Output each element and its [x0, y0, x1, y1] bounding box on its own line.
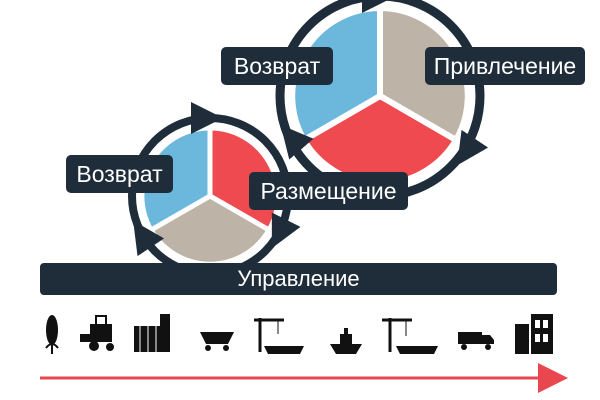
small-arrow-right: [271, 212, 301, 249]
label-return-large: Возврат: [221, 47, 333, 85]
factory-icon: [515, 314, 553, 354]
supply-chain-icons: [45, 314, 553, 354]
label-placement: Размещение: [249, 172, 408, 210]
truck-icon: [458, 332, 494, 350]
ship-icon: [330, 328, 362, 354]
large-arrow-left: [280, 124, 314, 160]
large-arrow-right: [457, 129, 489, 166]
harvester-icon: [80, 315, 114, 351]
label-attraction: Привлечение: [425, 47, 585, 85]
corn-icon: [45, 315, 59, 354]
port-crane-icon: [254, 318, 304, 354]
management-bar: Управление: [40, 263, 557, 295]
rail-hopper-icon: [200, 332, 234, 351]
port-crane-loading-icon: [382, 318, 438, 354]
small-arrow-left: [133, 220, 165, 257]
label-return-small: Возврат: [66, 155, 173, 193]
large-cycle: [275, 0, 489, 201]
grain-elevator-icon: [134, 314, 170, 352]
